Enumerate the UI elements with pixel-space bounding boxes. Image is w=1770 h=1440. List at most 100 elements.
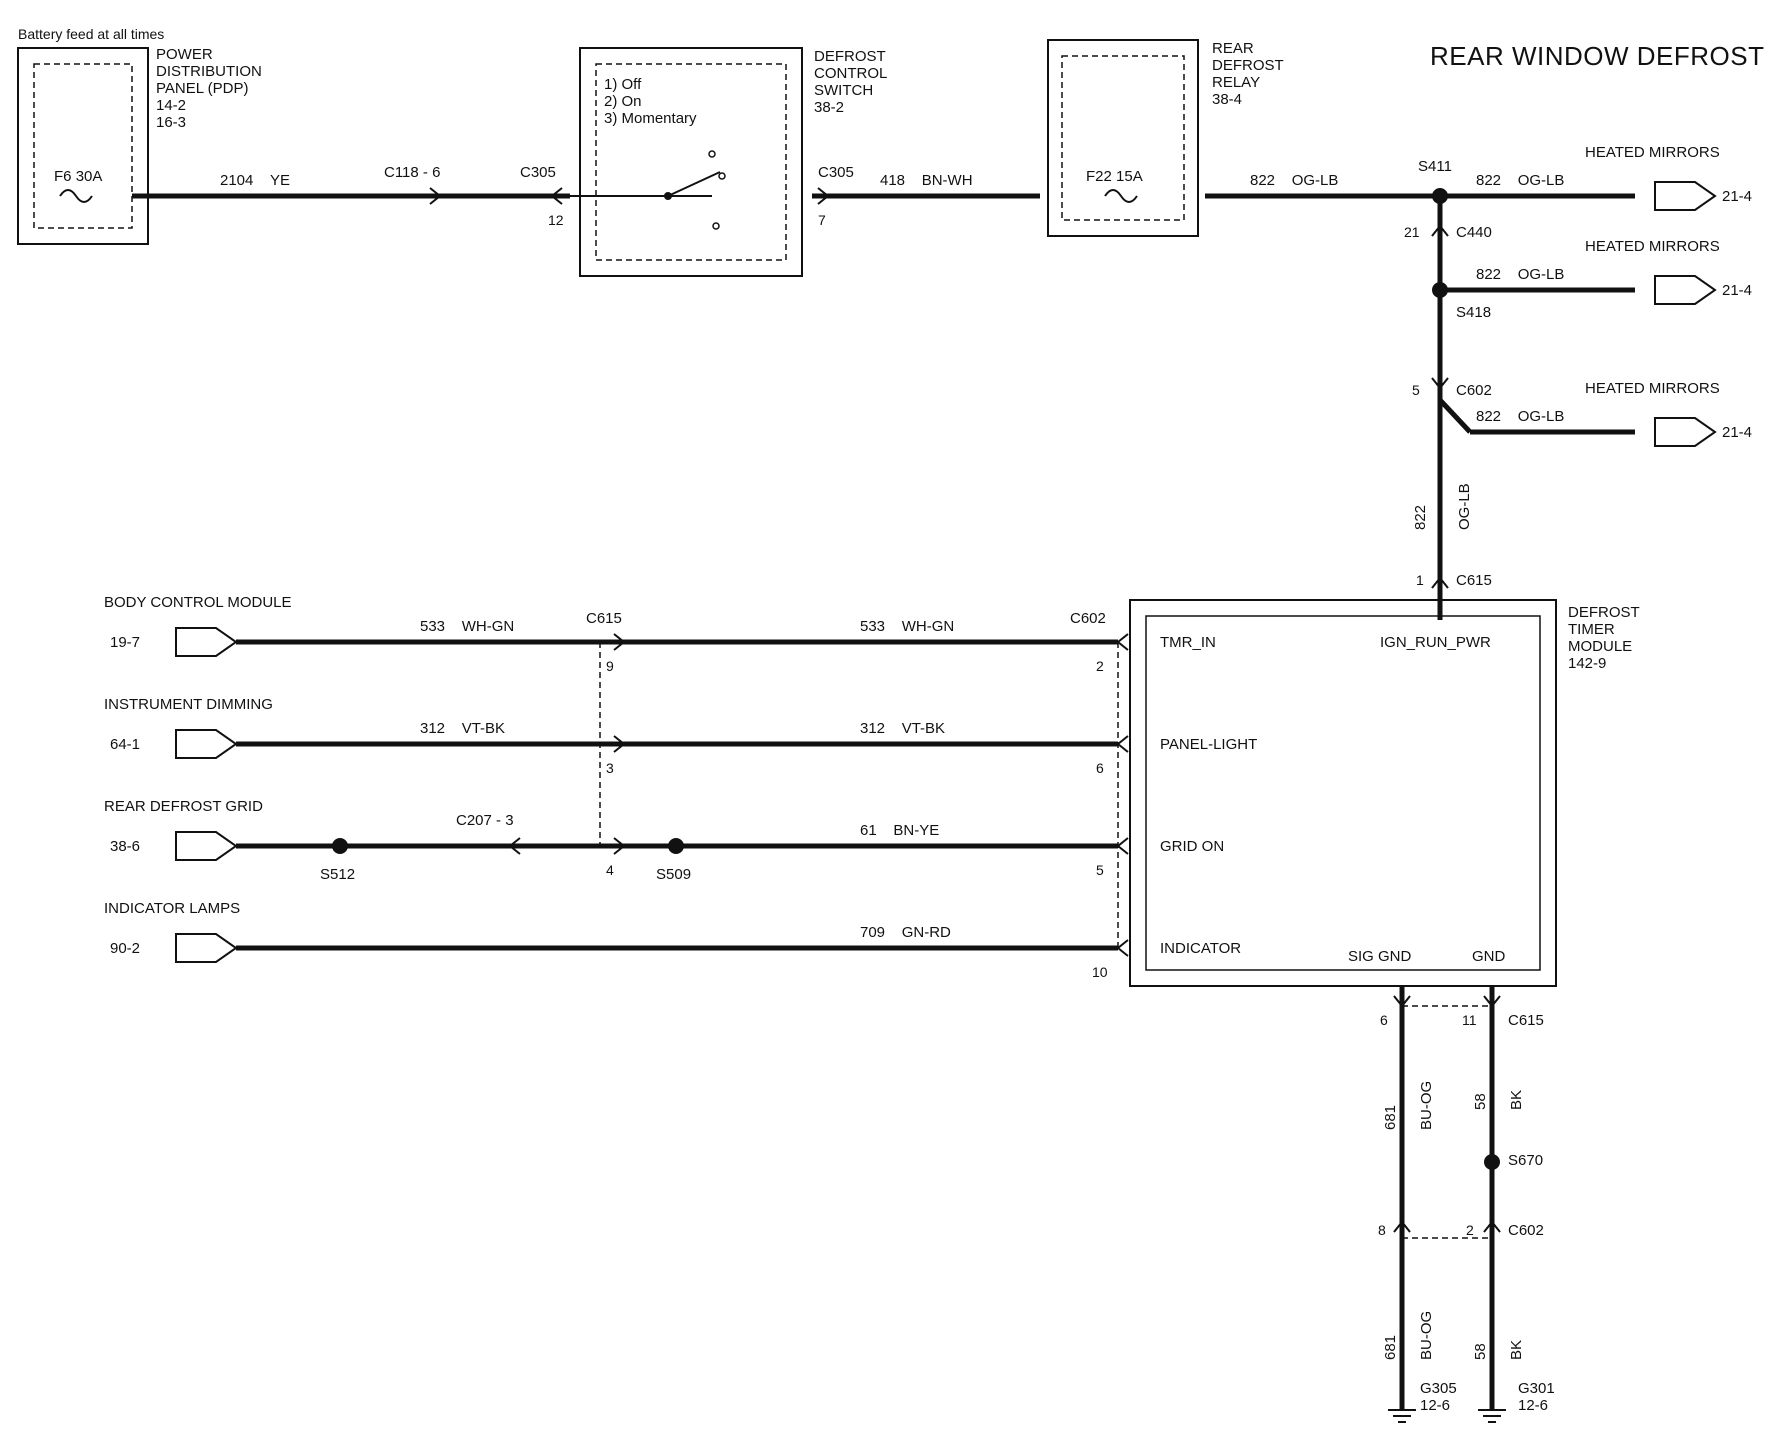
relay-fuse: F22 15A	[1086, 168, 1143, 185]
splice-s512	[332, 838, 348, 854]
switch-name: DEFROST CONTROL SWITCH 38-2	[814, 48, 888, 116]
label-c602-bottom: C602	[1508, 1222, 1544, 1239]
pin-c602-b: 6	[1096, 760, 1104, 776]
output-circuit-3: 822 OG-LB	[1476, 408, 1565, 425]
output-label-3: HEATED MIRRORS	[1585, 380, 1720, 397]
output-page-1: 21-4	[1722, 188, 1753, 205]
relay-inner	[1061, 55, 1185, 221]
ground-left-circuit-a: 681	[1382, 1104, 1399, 1130]
pin-c615-a: 9	[606, 658, 614, 674]
module-pin-panel-light: PANEL-LIGHT	[1160, 736, 1258, 753]
label-s411: S411	[1418, 158, 1452, 175]
trunk-color: OG-LB	[1456, 483, 1473, 530]
pin-c602: 5	[1412, 382, 1420, 398]
pin-bottom-c: 8	[1378, 1222, 1386, 1238]
ground-right-color-a: BK	[1508, 1089, 1525, 1110]
ground-left-color-b: BU-OG	[1418, 1310, 1435, 1360]
fuse-panel-inner	[33, 63, 133, 229]
label-s670: S670	[1508, 1152, 1544, 1169]
label-c615: C615	[1456, 572, 1492, 589]
ground-label-right: G301 12-6	[1518, 1380, 1555, 1414]
ground-right-circuit-b: 58	[1472, 1343, 1489, 1360]
fuse-panel-name: POWER DISTRIBUTION PANEL (PDP) 14-2 16-3	[156, 46, 262, 131]
c207-pin	[508, 837, 521, 855]
pin-bottom-a: 6	[1380, 1012, 1388, 1028]
trunk-circuit: 822	[1412, 504, 1429, 530]
c615-pin-b	[613, 735, 626, 753]
switch-inner	[595, 63, 787, 261]
switch-positions: 1) Off 2) On 3) Momentary	[604, 76, 697, 127]
module-pin-grid-on: GRID ON	[1160, 838, 1225, 855]
label-c440: C440	[1456, 224, 1492, 241]
source-arrow-3	[175, 831, 238, 861]
splice-s670	[1484, 1154, 1500, 1170]
label-c615-bottom: C615	[1508, 1012, 1544, 1029]
label-c615-left: C615	[586, 610, 622, 627]
splice-s509	[668, 838, 684, 854]
pin-c305-a: 12	[548, 212, 564, 228]
ground-label-left: G305 12-6	[1420, 1380, 1457, 1414]
output-page-3: 21-4	[1722, 424, 1753, 441]
label-s512: S512	[320, 866, 356, 883]
source-circuit-2b: 312 VT-BK	[860, 720, 946, 737]
label-c207: C207 - 3	[456, 812, 514, 829]
wire-822-branch	[1438, 398, 1472, 434]
label-s418: S418	[1456, 304, 1492, 321]
output-arrow-1	[1654, 181, 1717, 211]
ground-symbol-right	[1478, 1409, 1506, 1423]
c602-pin-b	[1116, 735, 1129, 753]
module-name: DEFROST TIMER MODULE 142-9	[1568, 604, 1640, 672]
connector-c305-right	[817, 187, 830, 205]
relay-box	[1047, 39, 1199, 237]
module-pin-tmr-in: TMR_IN	[1160, 634, 1216, 651]
pin-c615: 1	[1416, 572, 1424, 588]
pin-c615-b: 3	[606, 760, 614, 776]
pin-c602-a: 2	[1096, 658, 1104, 674]
c615-bottom-pin-a	[1393, 995, 1411, 1008]
module-outer	[1129, 599, 1557, 987]
output-label-2: HEATED MIRRORS	[1585, 238, 1720, 255]
output-circuit-2: 822 OG-LB	[1476, 266, 1565, 283]
circuit-822-b: 822 OG-LB	[1476, 172, 1565, 189]
c602-pin-a	[1116, 633, 1129, 651]
module-ground-a: SIG GND	[1348, 948, 1412, 965]
source-circuit-1b: 533 WH-GN	[860, 618, 955, 635]
output-page-2: 21-4	[1722, 282, 1753, 299]
pin-c440: 21	[1404, 224, 1420, 240]
source-label-3: REAR DEFROST GRID	[104, 798, 263, 815]
c602-pin-d	[1116, 939, 1129, 957]
pin-c615-c: 4	[606, 862, 614, 878]
ground-left-color-a: BU-OG	[1418, 1080, 1435, 1130]
c615-pin-a	[613, 633, 626, 651]
module-ground-b: GND	[1472, 948, 1506, 965]
pin-c602-c: 5	[1096, 862, 1104, 878]
source-circuit-1a: 533 WH-GN	[420, 618, 515, 635]
relay-name: REAR DEFROST RELAY 38-4	[1212, 40, 1284, 108]
pin-c305-b: 7	[818, 212, 826, 228]
label-c602-left: C602	[1070, 610, 1106, 627]
fuse-panel-box	[17, 47, 149, 245]
source-label-4: INDICATOR LAMPS	[104, 900, 241, 917]
pin-bottom-d: 2	[1466, 1222, 1474, 1238]
connector-c118	[429, 187, 442, 205]
source-circuit-2a: 312 VT-BK	[420, 720, 506, 737]
switch-box	[579, 47, 803, 277]
switch-contact-3	[712, 222, 720, 230]
ground-left-circuit-b: 681	[1382, 1334, 1399, 1360]
label-c305-a: C305	[520, 164, 556, 181]
c615-bottom-pin-b	[1483, 995, 1501, 1008]
circuit-418: 418 BN-WH	[880, 172, 973, 189]
source-circuit-4: 709 GN-RD	[860, 924, 951, 941]
output-arrow-3	[1654, 417, 1717, 447]
fuse-f22-symbol	[1104, 189, 1138, 203]
c602-pin-c	[1116, 837, 1129, 855]
switch-contact-1	[708, 150, 716, 158]
source-page-2: 64-1	[110, 736, 141, 753]
connector-c615-top	[1431, 576, 1449, 589]
output-label-1: HEATED MIRRORS	[1585, 144, 1720, 161]
switch-contact-2	[718, 172, 726, 180]
label-c305-b: C305	[818, 164, 854, 181]
circuit-822-a: 822 OG-LB	[1250, 172, 1339, 189]
